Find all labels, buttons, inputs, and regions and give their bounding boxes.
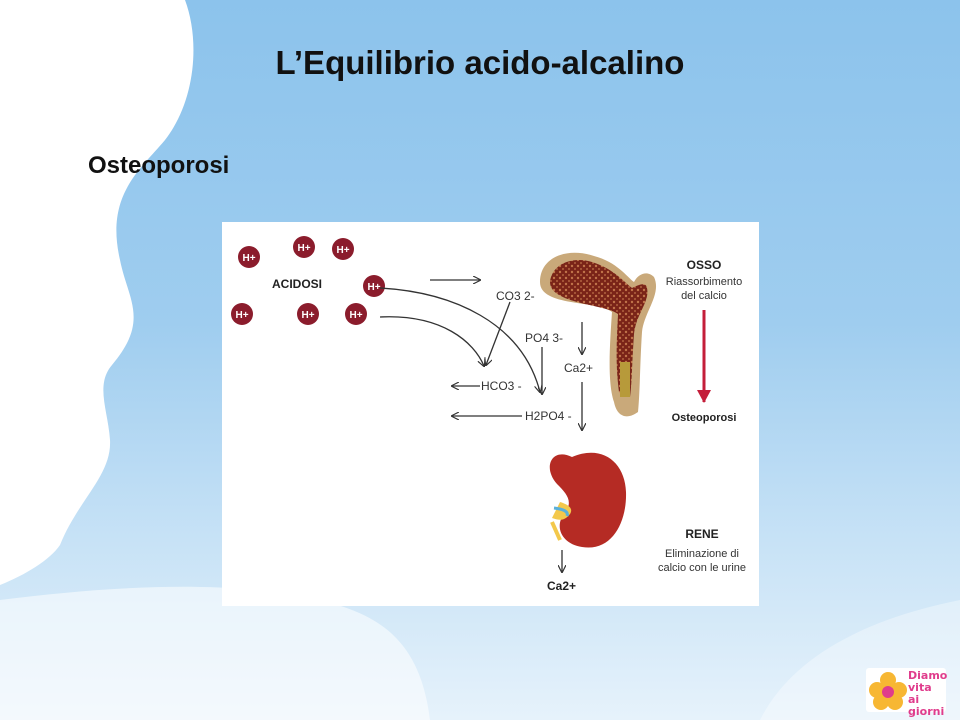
slide-title: L’Equilibrio acido-alcalino: [275, 44, 685, 81]
hydrogen-ion: H+: [231, 303, 253, 325]
ion-label: Ca2+: [547, 579, 576, 593]
ion-label: Ca2+: [564, 361, 593, 375]
flower-icon: [869, 672, 907, 710]
diamo-vita-logo: Diamo vita ai giorni: [866, 668, 947, 718]
rene-line: Eliminazione di: [665, 548, 739, 560]
osso-heading: OSSO: [687, 258, 722, 272]
logo-text: Diamo vita ai giorni: [908, 669, 948, 718]
acidosis-diagram: H+ H+ H+ H+ H+ H+ H+ ACIDOSI CO3 2- PO4 …: [222, 222, 759, 606]
svg-text:H+: H+: [242, 253, 255, 264]
svg-text:H+: H+: [235, 310, 248, 321]
hydrogen-ion: H+: [238, 246, 260, 268]
acidosi-label: ACIDOSI: [272, 277, 322, 291]
svg-text:H+: H+: [349, 310, 362, 321]
osso-result: Osteoporosi: [672, 412, 737, 424]
bone-illustration: [540, 252, 657, 417]
osso-line: del calcio: [681, 290, 727, 302]
rene-heading: RENE: [685, 527, 718, 541]
hydrogen-ion: H+: [293, 236, 315, 258]
ion-label: PO4 3-: [525, 331, 563, 345]
hydrogen-ion: H+: [332, 238, 354, 260]
rene-line: calcio con le urine: [658, 562, 746, 574]
svg-text:H+: H+: [297, 243, 310, 254]
svg-text:H+: H+: [301, 310, 314, 321]
ion-label: HCO3 -: [481, 379, 522, 393]
ion-label: H2PO4 -: [525, 409, 572, 423]
hydrogen-ion: H+: [363, 275, 385, 297]
slide-subtitle: Osteoporosi: [88, 152, 230, 179]
hydrogen-ion: H+: [297, 303, 319, 325]
ion-label: CO3 2-: [496, 289, 535, 303]
svg-text:H+: H+: [367, 282, 380, 293]
hydrogen-ion: H+: [345, 303, 367, 325]
logo-line: vita ai: [908, 681, 932, 706]
logo-line: giorni: [908, 705, 945, 718]
logo-line: Diamo: [908, 669, 948, 682]
svg-text:H+: H+: [336, 245, 349, 256]
osso-line: Riassorbimento: [666, 276, 742, 288]
kidney-illustration: [549, 452, 627, 548]
